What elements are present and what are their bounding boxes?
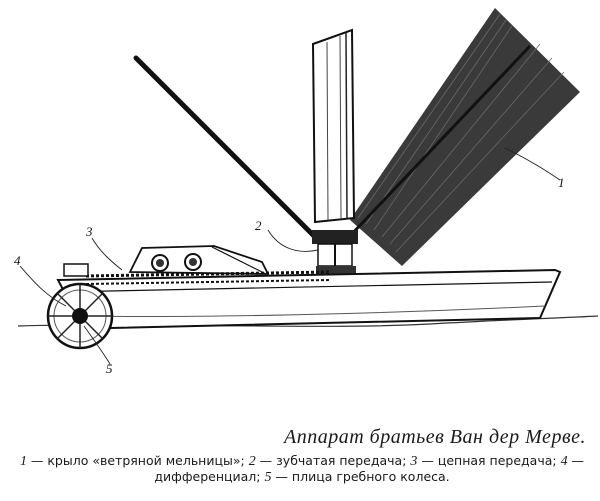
legend-text-1: — крыло «ветряной мельницы»;: [26, 453, 249, 468]
legend-text-5: — плица гребного колеса.: [271, 469, 450, 484]
legend-text-4: — дифференциал;: [154, 453, 585, 484]
wing-diagonal-pole: [133, 55, 321, 243]
caption-title: Аппарат братьев Ван дер Мерве.: [283, 426, 586, 448]
boat-cabin: [128, 245, 270, 275]
differential-hub: [72, 308, 88, 324]
gear-transmission: [312, 230, 358, 276]
boat-diagram: [17, 8, 599, 365]
legend-num-2: 2: [248, 454, 256, 469]
caption-legend: 1 — крыло «ветряной мельницы»; 2 — зубча…: [18, 453, 586, 485]
legend-text-2: — зубчатая передача;: [255, 453, 411, 468]
callout-3: 3: [86, 224, 93, 239]
legend-num-5: 5: [264, 470, 272, 485]
wing-vertical-blade: [311, 28, 356, 224]
leader-3: [91, 237, 123, 271]
legend-num-3: 3: [410, 454, 418, 469]
chain-drive: [63, 263, 331, 285]
callout-4: 4: [14, 253, 21, 268]
paddle-wheel: [46, 282, 114, 350]
boat-hull: [56, 268, 562, 330]
leader-5: [83, 325, 111, 365]
legend-text-3: — цепная передача;: [417, 453, 561, 468]
callout-5: 5: [106, 361, 113, 376]
leader-2: [267, 229, 319, 252]
leader-4: [19, 265, 67, 307]
legend-num-4: 4: [560, 454, 568, 469]
callout-1: 1: [558, 175, 565, 190]
leader-1: [504, 147, 561, 181]
wing-large-panel: [346, 8, 580, 266]
legend-num-1: 1: [19, 454, 27, 469]
callout-2: 2: [255, 218, 262, 233]
